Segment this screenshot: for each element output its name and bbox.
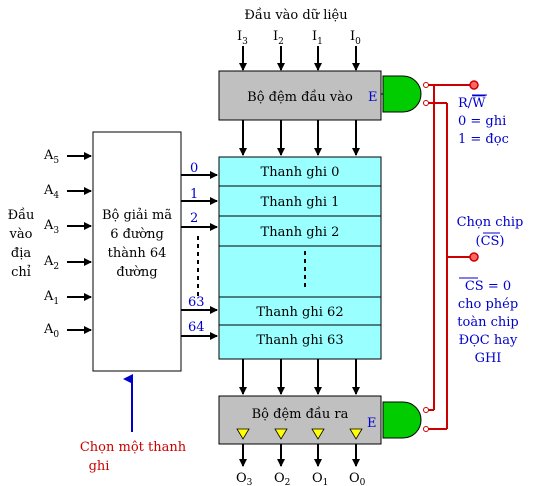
select-register-label: ghi	[89, 459, 110, 474]
output-arrows	[239, 444, 360, 467]
address-label: A4	[43, 183, 59, 201]
address-label: A1	[43, 289, 59, 307]
input-buffer	[218, 70, 382, 121]
decoder-output-lines	[181, 171, 218, 340]
rw-terminal	[469, 80, 479, 90]
output-buffer-label: Bộ đệm đầu ra	[252, 406, 349, 422]
decoder-label: 6 đường	[110, 227, 164, 242]
data-input-label: I0	[350, 29, 361, 47]
output-labels: O3 O2 O1 O0	[236, 471, 366, 486]
control-wiring	[428, 84, 473, 430]
tristate-triangle	[311, 428, 325, 440]
address-group-label: chỉ	[11, 265, 31, 280]
address-label: A2	[43, 254, 59, 272]
input-and-gate	[382, 75, 422, 113]
gate-pin	[423, 407, 429, 413]
output-label: O3	[236, 471, 253, 486]
rw-one: 1 = đọc	[458, 132, 509, 147]
cs-description: GHI	[475, 351, 502, 366]
output-label: O2	[274, 471, 290, 486]
address-label: A3	[43, 218, 59, 236]
cs-equation: CS = 0	[465, 279, 511, 294]
output-label: O1	[312, 471, 328, 486]
data-input-labels: I3 I2 I1 I0	[237, 29, 361, 47]
gate-pin	[423, 426, 429, 432]
register-label: Thanh ghi 0	[261, 165, 340, 180]
register-label: Thanh ghi 2	[261, 225, 340, 240]
address-arrows	[67, 152, 92, 334]
address-group-label: Đầu	[8, 207, 35, 223]
cs-description: cho phép	[458, 297, 518, 312]
tristate-triangle	[349, 428, 363, 440]
chip-select-title: Chọn chip	[457, 215, 524, 230]
gate-pin	[423, 82, 429, 88]
cs-description: toàn chip	[457, 315, 518, 330]
gate-pin	[423, 100, 429, 106]
decoder-output-number: 0	[190, 161, 198, 176]
input-buffer-label: Bộ đệm đầu vào	[247, 89, 353, 105]
buffer-to-register-arrows	[239, 120, 360, 156]
rw-zero: 0 = ghi	[458, 114, 506, 129]
output-label: O0	[349, 471, 366, 486]
tristate-triangle	[236, 428, 250, 440]
register-label: Thanh ghi 62	[256, 305, 343, 320]
decoder-output-number: 1	[190, 187, 198, 202]
decoder-label: thành 64	[108, 246, 167, 261]
rw-label: R/W	[458, 96, 486, 111]
register-to-buffer-arrows	[239, 359, 360, 395]
address-label: A5	[43, 148, 59, 166]
output-buffer-enable: E	[367, 416, 377, 431]
data-input-title: Đầu vào dữ liệu	[244, 7, 347, 23]
register-label: Thanh ghi 63	[256, 333, 343, 348]
cs-description: ĐỌC hay	[459, 333, 518, 348]
decoder-output-number: 63	[188, 295, 205, 310]
chip-select-abbr: (CS)	[476, 234, 505, 249]
register-bank: Thanh ghi 0 Thanh ghi 1 Thanh ghi 2 Than…	[218, 156, 382, 360]
address-group-label: vào	[9, 227, 33, 242]
decoder	[92, 131, 182, 372]
address-inputs: A5 A4 A3 A2 A1 A0	[43, 148, 59, 340]
register-gap	[218, 245, 382, 298]
register-label: Thanh ghi 1	[261, 195, 340, 210]
data-input-label: I2	[273, 29, 284, 47]
tristate-triangle	[274, 428, 288, 440]
cs-terminal	[469, 252, 479, 262]
select-register-label: Chọn một thanh	[80, 440, 187, 455]
address-group-label: địa	[11, 246, 31, 261]
data-input-label: I1	[312, 29, 323, 47]
address-label: A0	[43, 322, 59, 340]
output-and-gate	[382, 401, 422, 439]
decoder-label: Bộ giải mã	[102, 208, 172, 223]
decoder-label: đường	[116, 265, 157, 280]
data-input-arrows	[239, 46, 360, 71]
data-input-label: I3	[237, 29, 248, 47]
decoder-output-number: 2	[190, 211, 198, 226]
tristate-buffers	[236, 428, 363, 440]
register	[218, 324, 382, 360]
decoder-output-number: 64	[188, 320, 205, 335]
input-buffer-enable: E	[368, 90, 378, 105]
